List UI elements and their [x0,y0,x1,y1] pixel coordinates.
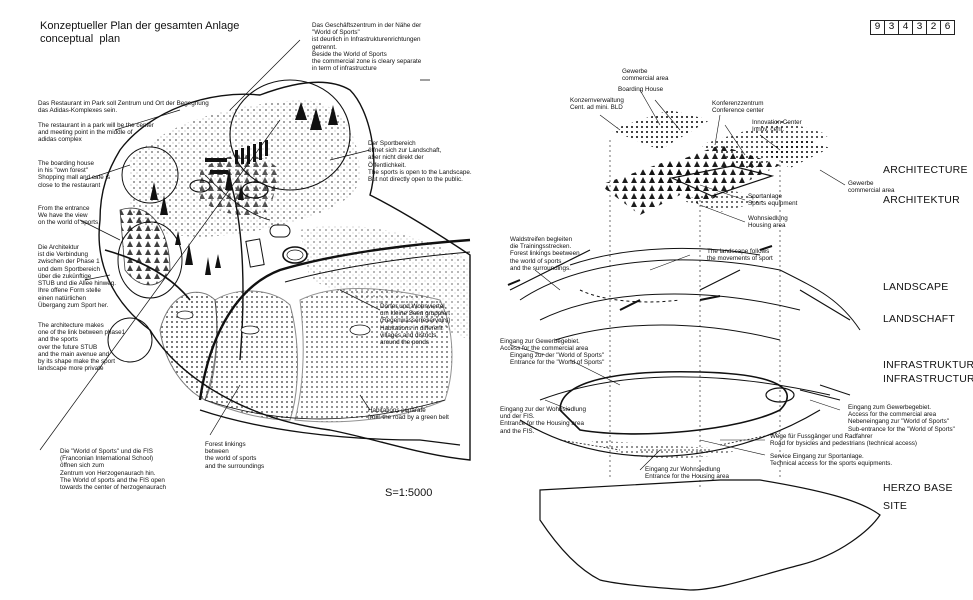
note-forest: Forest linkings between the world of spo… [205,441,265,470]
note-architecture: The architecture makes one of the link b… [38,322,126,373]
sheet-digit: 6 [940,20,955,35]
layer-label-landschaft: LANDSCHAFT [883,313,956,325]
note-restaurant: Das Restaurant im Park soll Zentrum und … [38,100,209,144]
sheet-digit: 3 [912,20,927,35]
note-geschaeft: Das Geschäftszentrum in der Nähe der "Wo… [312,22,422,73]
sports-field [245,238,265,268]
layer-label-infrastructure: INFRASTRUCTURE [883,373,973,385]
layer-label-herzo: HERZO BASE [883,482,953,494]
axo-note-wege: Wege für Fussgänger und Radfahrer Road f… [770,433,917,448]
sheet-digit: 2 [926,20,941,35]
sheet-digit: 3 [884,20,899,35]
axo-note-waldstreifen: Waldstreifen begleiten die Trainingsstre… [510,236,580,272]
axo-note-gewerbe-top: Gewerbe commercial area [622,68,669,83]
sheet-digit: 4 [898,20,913,35]
axo-note-eingang-wohn: Eingang zur Wohnsiedlung Entrance for th… [645,466,730,481]
note-doerfer: Dörfer und Wohnviertel, um kleine Seen g… [380,303,451,347]
note-sportbereich: Der Sportbereich öffnet sich zur Landsch… [368,140,472,184]
layer-infrastructure [519,370,851,459]
note-boarding: The boarding house in his "own forest" S… [38,160,111,189]
layer-label-architektur: ARCHITEKTUR [883,194,960,206]
site-plan [39,39,471,461]
axo-note-innovation: Innovation Center Innov. cent. [752,119,802,134]
zoom-circle-entrance [117,221,183,299]
axo-note-eingang-wohn-fis: Eingang zur der Wohnsiedlung und der FIS… [500,406,586,435]
layer-label-landscape: LANDSCAPE [883,281,949,293]
layer-label-architecture: ARCHITECTURE [883,164,968,176]
axonometric-layers [507,89,881,591]
axo-note-konferenz: Konferenzzentrum Conference center [712,100,764,115]
axo-note-eingang-gewerbe-right: Eingang zum Gewerbegebiet. Access for th… [848,404,955,433]
axo-note-sportanlage: Sportanlage Sports equipment [748,193,798,208]
sheet-digit: 9 [870,20,885,35]
zoom-circle-boarding [121,146,179,204]
axo-note-wohnsiedlung: Wohnsiedlung Housing area [748,215,788,230]
forest-band [119,207,171,286]
axo-note-eingang-gewerbe: Eingang zur Gewerbegebiet. Access for th… [500,338,589,353]
axo-note-konzern: Konzernverwaltung Cent. ad mini. BLD [570,97,624,112]
note-habitations: Habitations separate from the road by a … [368,407,449,422]
sheet-number: 9 3 4 3 2 6 [870,20,955,35]
layer-landscape [507,245,861,341]
axo-note-service: Service Eingang zur Sportanlage. Technic… [770,453,893,468]
main-road [198,238,471,401]
note-entrance: From the entrance We have the view on th… [38,205,100,227]
layer-label-site: SITE [883,500,908,512]
note-fis: Die "World of Sports" und die FIS (Franc… [60,448,167,492]
plan-title-en: conceptual plan [40,33,121,45]
housing-lobe-west [159,291,218,401]
axo-note-eingang-world: Eingang zur der "World of Sports" Entran… [510,352,605,367]
site-base-outline [539,479,881,591]
note-architektur: Die Architektur ist die Verbindung zwisc… [38,244,117,309]
axo-note-landscape-follows: The landscape follows the movements of s… [707,248,773,263]
site-outline [98,81,471,461]
layer-label-infrastruktur: INFRASTRUKTUR [883,359,973,371]
housing-lobe-middle [204,290,298,421]
scale-label: S=1:5000 [385,487,433,499]
plan-title-de: Konzeptueller Plan der gesamten Anlage [40,20,240,32]
running-track [282,246,308,264]
axo-note-gewerbe-right: Gewerbe commercial area [848,180,895,195]
building-cluster [150,102,338,275]
axo-note-boarding-house: Boarding House [618,86,664,93]
layer-architecture [600,110,830,215]
